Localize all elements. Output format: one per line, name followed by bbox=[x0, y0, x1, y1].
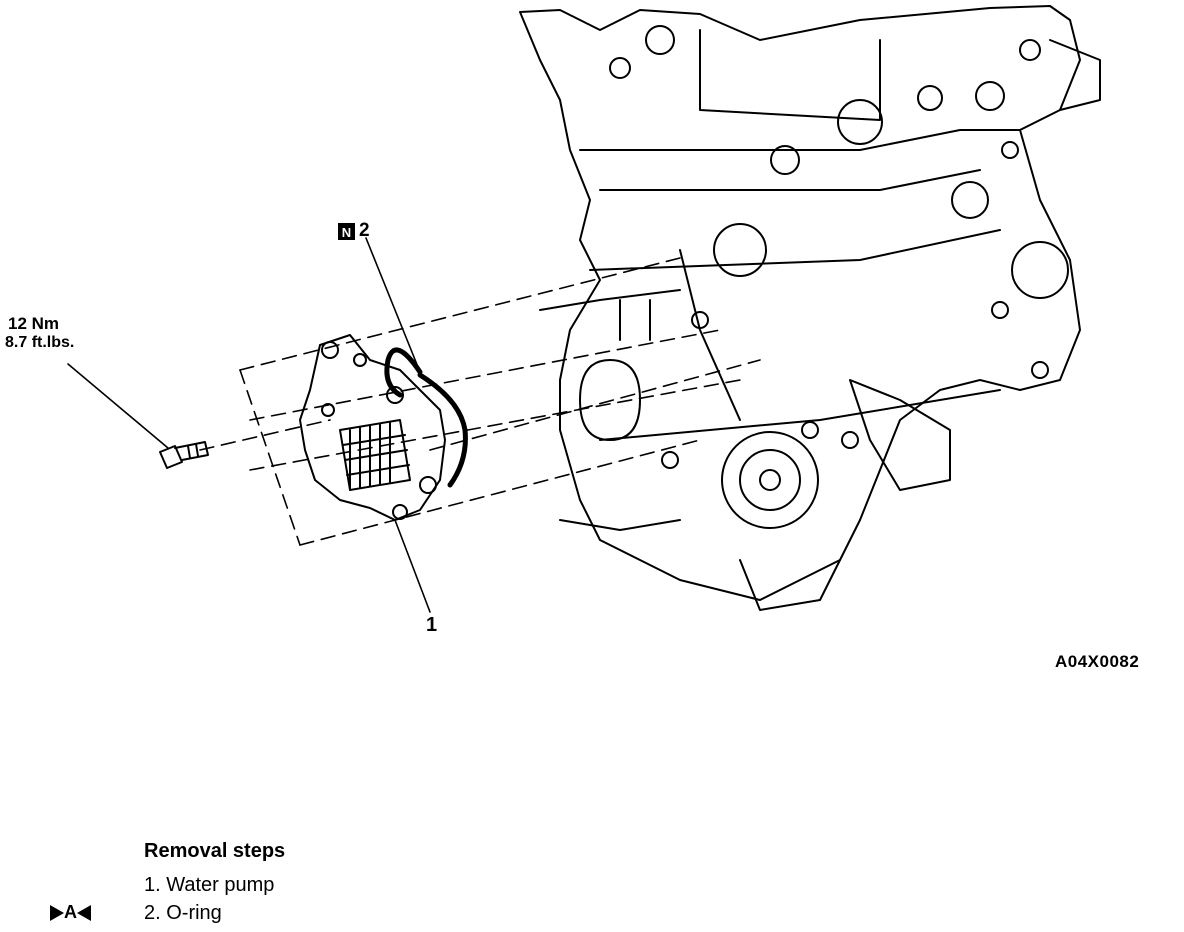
callout-part-2-number: 2 bbox=[359, 220, 370, 241]
triangle-left-icon bbox=[77, 904, 91, 921]
removal-step-2: 2. O-ring bbox=[144, 902, 222, 924]
callout-part-1: 1 bbox=[426, 614, 438, 636]
triangle-right-icon bbox=[50, 904, 64, 921]
torque-value-imperial: 8.7 ft.lbs. bbox=[5, 334, 75, 351]
projection-lines bbox=[199, 257, 761, 546]
non-reusable-flag-icon: N bbox=[338, 222, 355, 240]
callout-part-2: N 2 bbox=[338, 220, 370, 242]
removal-steps-title: Removal steps bbox=[144, 840, 286, 862]
torque-value-metric: 12 Nm bbox=[8, 314, 60, 333]
leader-lines bbox=[67, 237, 431, 613]
service-point-letter: A bbox=[64, 902, 77, 922]
figure-code: A04X0082 bbox=[1055, 652, 1140, 671]
water-pump bbox=[299, 334, 446, 521]
removal-step-1: 1. Water pump bbox=[144, 874, 275, 896]
o-ring bbox=[384, 347, 468, 488]
engine-block bbox=[519, 5, 1101, 611]
service-point-mark: A bbox=[50, 902, 91, 923]
bolt bbox=[159, 441, 209, 469]
